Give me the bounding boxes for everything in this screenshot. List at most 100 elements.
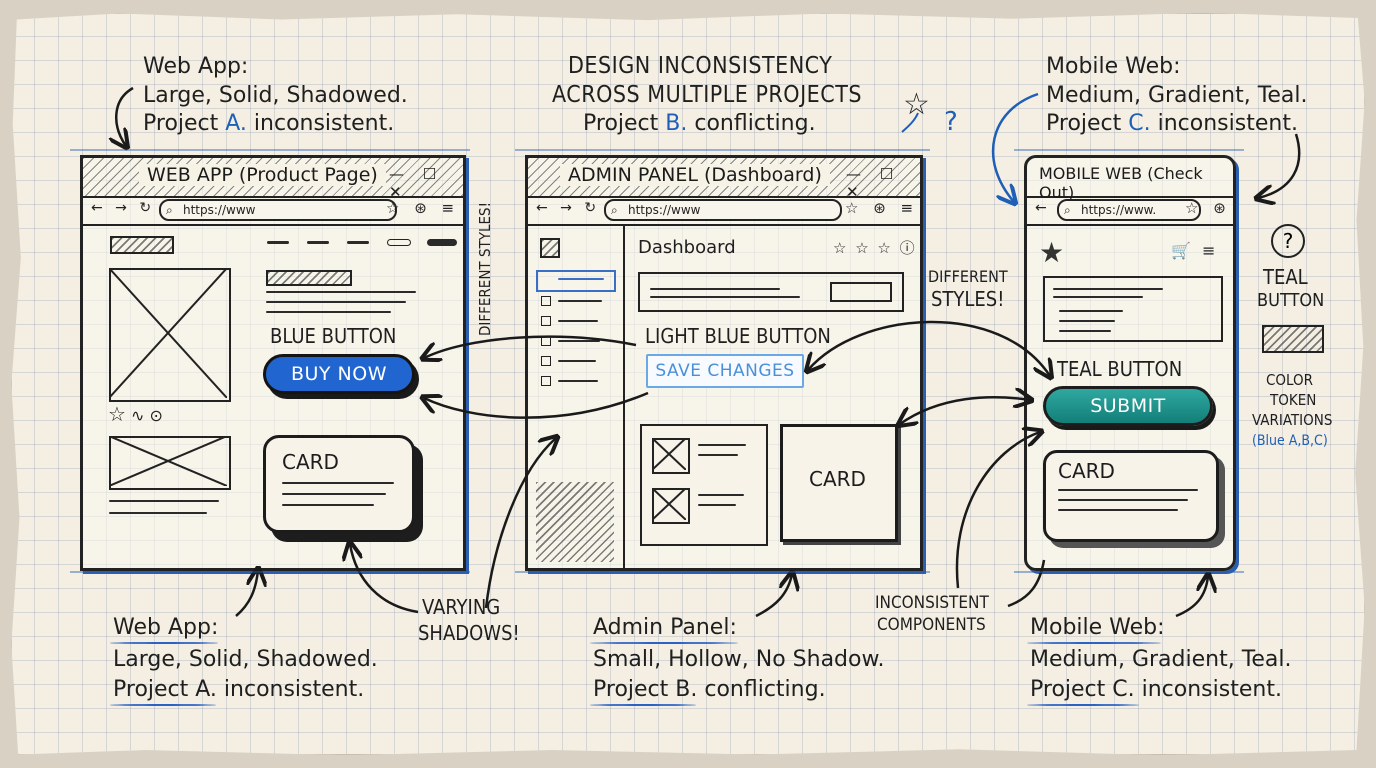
card-label: CARD xyxy=(282,450,339,474)
arrow xyxy=(1007,559,1046,608)
different-styles-annotation-1: DIFFERENT xyxy=(928,267,1008,286)
web-app-note-bottom-line2: Large, Solid, Shadowed. xyxy=(113,647,378,672)
heading-icons[interactable]: ☆ ☆ ☆ ⓘ xyxy=(833,239,917,257)
sidebar-item[interactable] xyxy=(536,270,616,292)
url-text: https://www xyxy=(183,203,256,217)
mobile-titlebar: MOBILE WEB (Check Out) xyxy=(1027,158,1233,202)
nav-arrows-icon[interactable]: ← → ↻ xyxy=(91,200,156,216)
arrow xyxy=(955,432,1040,589)
web-app-titlebar: WEB APP (Product Page) — ☐ ✕ xyxy=(83,158,463,201)
arrow xyxy=(900,397,1030,424)
note-project: Project A. xyxy=(113,677,217,702)
heartbeat-icon: ∿ xyxy=(125,406,145,425)
browser-icons[interactable]: ☆ ⊛ ≡ xyxy=(845,199,919,217)
thumbnail-placeholder[interactable] xyxy=(109,436,231,490)
web-app-note-top-line2: Large, Solid, Shadowed. xyxy=(143,83,408,108)
back-arrow-icon[interactable]: ← xyxy=(1035,200,1051,216)
note-colon: : xyxy=(729,615,737,640)
cart-menu-icons[interactable]: 🛒 ≡ xyxy=(1171,241,1219,260)
note-status: conflicting. xyxy=(697,677,826,702)
note-label: Admin Panel xyxy=(593,615,730,640)
teal-button-annotation-1: TEAL xyxy=(1263,265,1308,289)
admin-list-panel xyxy=(640,424,768,546)
window-controls-icon[interactable]: — ☐ ✕ xyxy=(846,165,901,201)
note-status: inconsistent. xyxy=(216,677,365,702)
arrow xyxy=(1258,133,1301,198)
mobile-web-window: MOBILE WEB (Check Out) ← ⌕ https://www. ☆… xyxy=(1024,155,1236,571)
top-nav-links xyxy=(267,239,457,247)
question-circle-icon: ? xyxy=(1271,224,1305,258)
nav-arrows-icon[interactable]: ← → ↻ xyxy=(536,200,601,216)
arrow xyxy=(991,92,1039,202)
mobile-note-top-line2: Medium, Gradient, Teal. xyxy=(1046,83,1308,108)
web-app-card[interactable]: CARD xyxy=(263,435,415,533)
sidebar-item[interactable] xyxy=(541,356,551,366)
mobile-note-top-line3: Project C. inconsistent. xyxy=(1046,111,1298,136)
subtitle-suffix: conflicting. xyxy=(687,111,816,136)
teal-button-caption: TEAL BUTTON xyxy=(1057,357,1183,381)
question-icon: ? xyxy=(944,107,958,137)
admin-note-bottom-line3: Project B. conflicting. xyxy=(593,677,826,702)
admin-titlebar: ADMIN PANEL (Dashboard) — ☐ ✕ xyxy=(528,158,920,201)
admin-url-field[interactable]: ⌕ https://www xyxy=(604,199,842,221)
product-title-placeholder xyxy=(266,270,352,286)
url-text: https://www. xyxy=(1081,203,1157,217)
card-label: CARD xyxy=(1058,459,1115,483)
web-app-url-field[interactable]: ⌕ https://www xyxy=(159,199,397,221)
sidebar-item[interactable] xyxy=(541,296,551,306)
varying-shadows-annotation-1: VARYING xyxy=(422,595,501,619)
admin-note-bottom-line2: Small, Hollow, No Shadow. xyxy=(593,647,885,672)
admin-note-bottom-label: Admin Panel: xyxy=(593,615,737,640)
underline xyxy=(110,642,218,644)
underline xyxy=(110,704,216,706)
admin-window-title: ADMIN PANEL (Dashboard) xyxy=(560,164,830,186)
search-icon: ⌕ xyxy=(1064,203,1071,217)
web-app-note-top-line3: Project A. inconsistent. xyxy=(143,111,395,136)
admin-sidebar xyxy=(528,226,625,568)
sidebar-item[interactable] xyxy=(541,376,551,386)
save-changes-button[interactable]: SAVE CHANGES xyxy=(646,354,804,388)
sidebar-item[interactable] xyxy=(541,316,551,326)
arrow xyxy=(901,112,919,133)
note-letter: C. xyxy=(1128,111,1151,136)
web-app-note-bottom-label: Web App: xyxy=(113,615,218,640)
product-image-placeholder[interactable] xyxy=(109,268,231,402)
inconsistent-components-annotation-1: INCONSISTENT xyxy=(875,593,989,613)
web-app-window-title: WEB APP (Product Page) xyxy=(139,164,386,186)
note-suffix: inconsistent. xyxy=(246,111,395,136)
card-label: CARD xyxy=(809,467,866,491)
submit-button[interactable]: SUBMIT xyxy=(1043,386,1213,426)
browser-icons[interactable]: ☆ ⊛ xyxy=(1185,199,1231,217)
mobile-card[interactable]: CARD xyxy=(1043,450,1219,542)
inconsistent-components-annotation-2: COMPONENTS xyxy=(877,615,986,635)
note-suffix: inconsistent. xyxy=(1150,111,1298,136)
arrow xyxy=(424,335,637,358)
admin-page-heading: Dashboard xyxy=(638,237,736,258)
browser-icons[interactable]: ☆ ⊛ ≡ xyxy=(386,199,460,217)
web-app-urlbar: ← → ↻ ⌕ https://www ☆ ⊛ ≡ xyxy=(83,196,463,226)
admin-urlbar: ← → ↻ ⌕ https://www ☆ ⊛ ≡ xyxy=(528,196,920,226)
mobile-url-field[interactable]: ⌕ https://www. xyxy=(1057,199,1201,221)
buy-now-button[interactable]: BUY NOW xyxy=(263,354,415,394)
teal-button-annotation-2: BUTTON xyxy=(1257,290,1325,311)
search-icon: ⌕ xyxy=(611,203,618,217)
color-swatch xyxy=(1262,325,1324,353)
arrow xyxy=(1175,576,1208,618)
search-icon: ⌕ xyxy=(166,203,173,217)
underline xyxy=(1027,704,1139,706)
window-controls-icon[interactable]: — ☐ ✕ xyxy=(389,165,444,201)
note-prefix: Project xyxy=(143,111,226,136)
web-app-window: WEB APP (Product Page) — ☐ ✕ ← → ↻ ⌕ http… xyxy=(80,155,466,571)
subtitle-letter: B. xyxy=(665,111,688,136)
url-text: https://www xyxy=(628,203,701,217)
underline xyxy=(590,704,696,706)
arrow xyxy=(808,320,1050,376)
note-label: Mobile Web xyxy=(1030,615,1158,640)
underline xyxy=(590,642,738,644)
admin-card[interactable]: CARD xyxy=(780,424,898,542)
logo-placeholder xyxy=(110,236,174,254)
note-label: Web App xyxy=(113,615,211,640)
blue-button-caption: BLUE BUTTON xyxy=(270,324,397,348)
underline xyxy=(1027,642,1161,644)
